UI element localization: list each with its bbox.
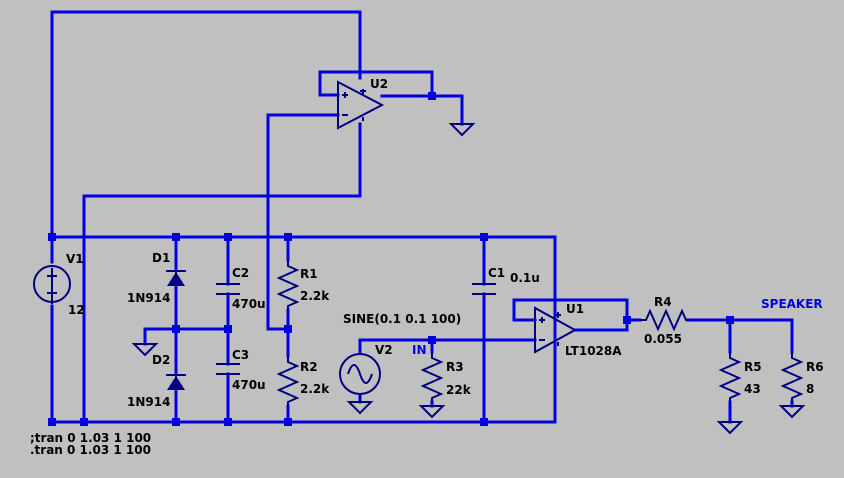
diode-d1[interactable]: D1 1N914 bbox=[127, 251, 186, 305]
r6-ref-label: R6 bbox=[806, 360, 824, 374]
resistor-r5[interactable]: R5 43 bbox=[718, 352, 762, 402]
c1-ref-label: C1 bbox=[488, 266, 505, 280]
d2-ref-label: D2 bbox=[152, 353, 170, 367]
capacitor-c1[interactable]: C1 0.1u bbox=[472, 266, 540, 295]
r1-ref-label: R1 bbox=[300, 267, 318, 281]
r3-value-label: 22k bbox=[446, 383, 472, 397]
diode-d2[interactable]: D2 1N914 bbox=[127, 353, 186, 409]
u1-ref-label: U1 bbox=[566, 302, 584, 316]
voltage-source-v1[interactable]: V1 12 bbox=[33, 252, 85, 317]
v1-ref-label: V1 bbox=[66, 252, 84, 266]
ground-symbols bbox=[131, 123, 806, 435]
r2-value-label: 2.2k bbox=[300, 382, 330, 396]
v1-value-label: 12 bbox=[68, 303, 85, 317]
resistor-r3[interactable]: R3 22k bbox=[420, 352, 472, 402]
ground-icon bbox=[418, 405, 446, 419]
d1-ref-label: D1 bbox=[152, 251, 170, 265]
r4-ref-label: R4 bbox=[654, 295, 672, 309]
r5-value-label: 43 bbox=[744, 382, 761, 396]
c1-value-label: 0.1u bbox=[510, 271, 540, 285]
ground-icon bbox=[716, 421, 744, 435]
d1-value-label: 1N914 bbox=[127, 291, 170, 305]
opamp-u2[interactable]: U2 bbox=[337, 77, 388, 130]
d2-value-label: 1N914 bbox=[127, 395, 170, 409]
resistor-r2[interactable]: R2 2.2k bbox=[276, 356, 330, 406]
c2-ref-label: C2 bbox=[232, 266, 249, 280]
opamp-u1[interactable]: U1 LT1028A bbox=[534, 302, 622, 358]
u1-value-label: LT1028A bbox=[565, 344, 622, 358]
resistor-r6[interactable]: R6 8 bbox=[780, 352, 824, 402]
r3-ref-label: R3 bbox=[446, 360, 464, 374]
capacitor-c2[interactable]: C2 470u bbox=[216, 266, 266, 311]
ground-icon bbox=[131, 343, 159, 357]
c2-value-label: 470u bbox=[232, 297, 266, 311]
capacitor-c3[interactable]: C3 470u bbox=[216, 348, 266, 392]
junction-dots bbox=[48, 92, 734, 426]
voltage-source-v2[interactable]: V2 SINE(0.1 0.1 100) bbox=[339, 312, 461, 395]
c3-ref-label: C3 bbox=[232, 348, 249, 362]
ground-icon bbox=[778, 405, 806, 419]
resistor-r4[interactable]: R4 0.055 bbox=[640, 295, 688, 346]
ground-icon bbox=[346, 401, 374, 415]
spice-directive-comment[interactable]: ;tran 0 1.03 1 100 bbox=[30, 431, 151, 445]
net-label-speaker: SPEAKER bbox=[761, 297, 823, 311]
v2-ref-label: V2 bbox=[375, 343, 393, 357]
ground-icon bbox=[448, 123, 476, 137]
spice-directive-tran[interactable]: .tran 0 1.03 1 100 bbox=[30, 443, 151, 457]
r5-ref-label: R5 bbox=[744, 360, 762, 374]
r2-ref-label: R2 bbox=[300, 360, 318, 374]
c3-value-label: 470u bbox=[232, 378, 266, 392]
v2-value-label: SINE(0.1 0.1 100) bbox=[343, 312, 461, 326]
r1-value-label: 2.2k bbox=[300, 289, 330, 303]
resistor-r1[interactable]: R1 2.2k bbox=[276, 260, 330, 310]
u2-ref-label: U2 bbox=[370, 77, 388, 91]
net-label-in: IN bbox=[412, 343, 427, 357]
r4-value-label: 0.055 bbox=[644, 332, 682, 346]
r6-value-label: 8 bbox=[806, 382, 814, 396]
wires bbox=[50, 10, 794, 424]
